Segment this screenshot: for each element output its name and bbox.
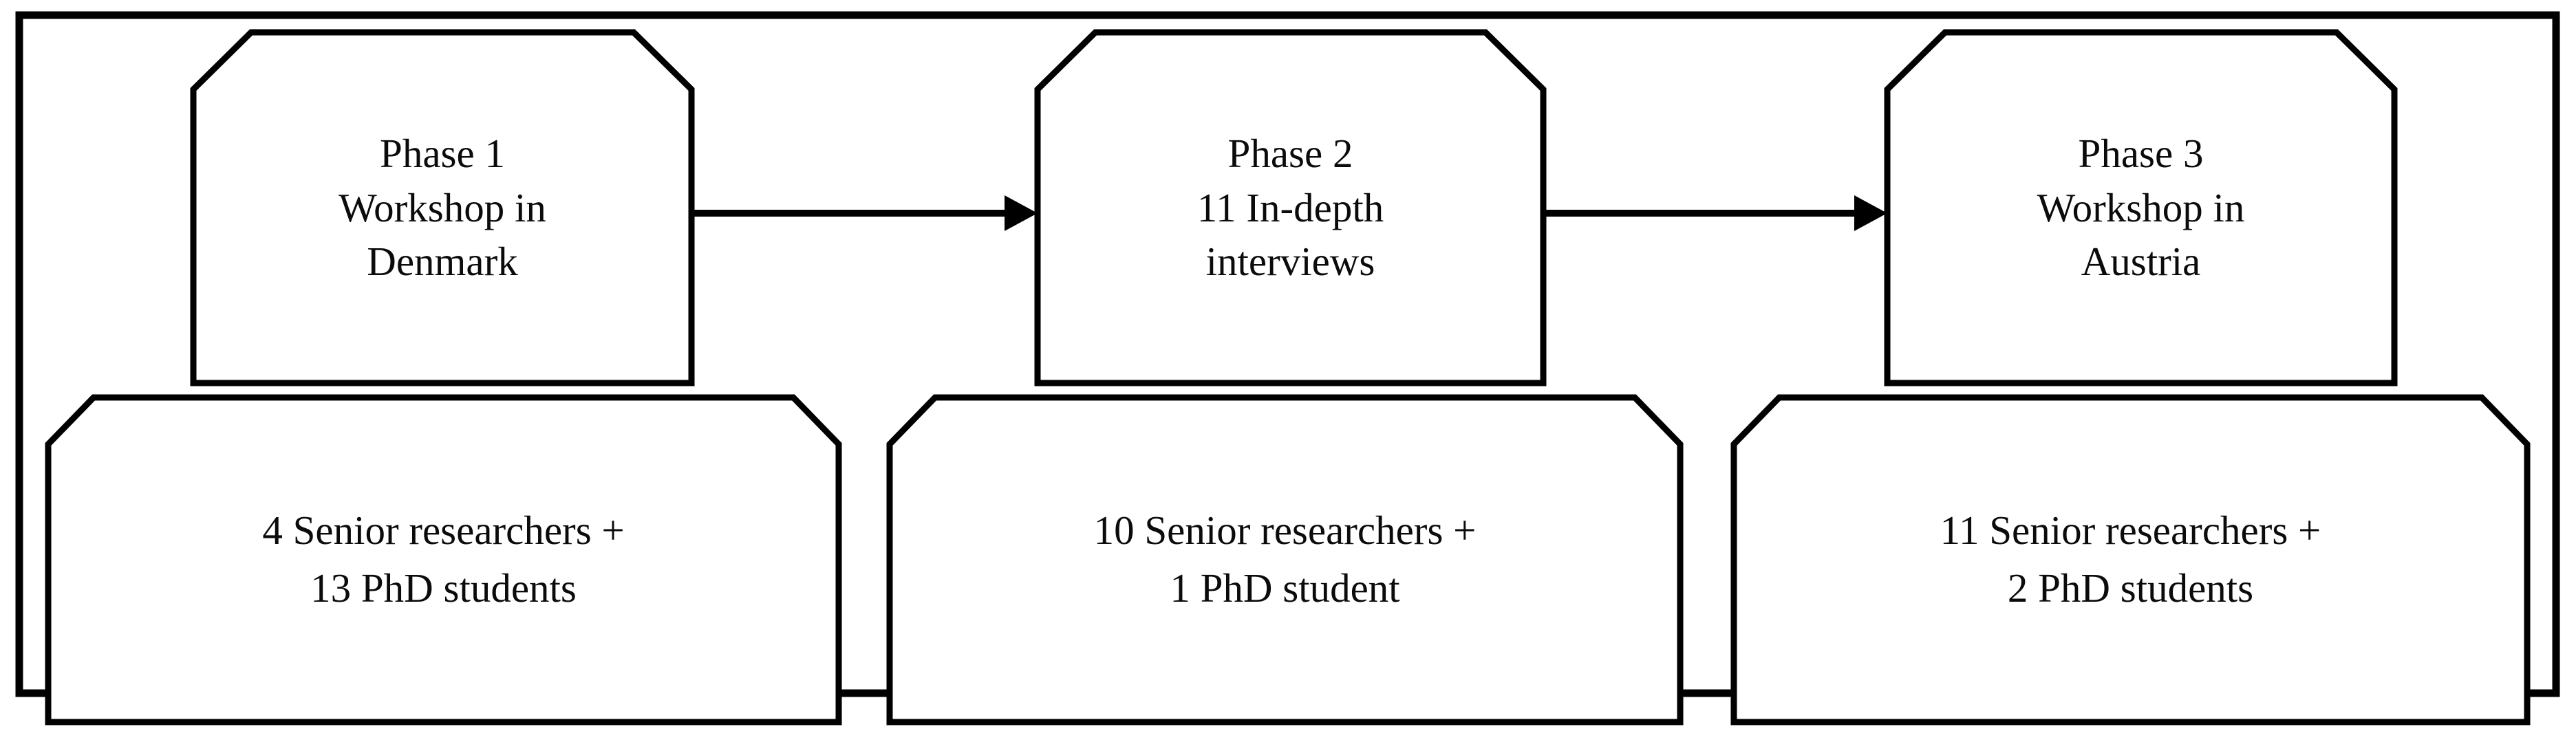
participants-2-box[interactable] [886, 394, 1684, 725]
participants-1-box[interactable] [45, 394, 842, 725]
phase-3-box[interactable] [1884, 29, 2398, 386]
phase-2-box[interactable] [1034, 29, 1547, 386]
arrow-phase1-to-phase2-icon [691, 195, 1038, 231]
arrow-phase2-to-phase3-icon [1543, 195, 1887, 231]
phase-1-box[interactable] [190, 29, 695, 386]
participants-3-box[interactable] [1730, 394, 2531, 725]
